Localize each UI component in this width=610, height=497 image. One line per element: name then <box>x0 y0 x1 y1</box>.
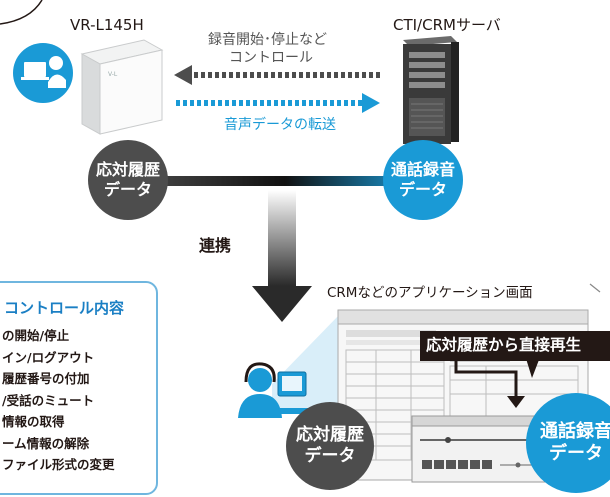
control-item: /受話のミュート <box>2 392 95 408</box>
decorative-curve <box>0 0 43 25</box>
recording-badge-top-line1: 通話録音 <box>390 160 455 179</box>
link-down-arrow <box>252 190 312 322</box>
control-arrow <box>174 65 380 85</box>
device-label: VR-L145H <box>70 16 144 34</box>
operator-pc-icon <box>13 43 73 103</box>
history-badge-top-line2: データ <box>103 180 152 199</box>
server-label: CTI/CRMサーバ <box>393 16 501 34</box>
audio-transfer-label: 音声データの転送 <box>224 117 336 133</box>
history-data-badge-top: 応対履歴 データ <box>88 140 168 220</box>
link-bar <box>150 176 420 186</box>
history-badge-bottom-line1: 応対履歴 <box>296 424 364 445</box>
callout-text: 応対履歴から直接再生 <box>426 336 582 354</box>
recording-data-badge-top: 通話録音 データ <box>383 140 463 220</box>
recording-data-badge-bottom: 通話録音 データ <box>526 393 610 493</box>
decorative-tick <box>589 283 601 293</box>
control-label-line1: 録音開始･停止など <box>208 32 327 48</box>
history-badge-bottom-line2: データ <box>304 446 356 466</box>
control-item: 情報の取得 <box>2 414 65 429</box>
control-item: の開始/停止 <box>2 328 70 343</box>
recording-badge-top-line2: データ <box>398 180 447 199</box>
app-screen-label: CRMなどのアプリケーション画面 <box>327 285 533 301</box>
control-item: 履歴番号の付加 <box>2 371 90 386</box>
audio-transfer-arrow <box>176 93 380 113</box>
control-content-panel: コントロール内容 の開始/停止 イン/ログアウト 履歴番号の付加 /受話のミュー… <box>0 281 158 495</box>
control-item: ファイル形式の変更 <box>2 457 115 472</box>
svg-text:V-L: V-L <box>108 71 118 78</box>
history-data-badge-bottom: 応対履歴 データ <box>286 402 374 490</box>
history-badge-top-line1: 応対履歴 <box>95 160 160 179</box>
control-label-line2: コントロール <box>229 50 313 66</box>
control-item: ーム情報の解除 <box>2 435 90 451</box>
recording-badge-bottom-line2: データ <box>549 443 603 464</box>
link-label: 連携 <box>199 236 232 255</box>
recording-badge-bottom-line1: 通話録音 <box>540 420 610 442</box>
control-item: イン/ログアウト <box>2 349 95 365</box>
control-list: の開始/停止 イン/ログアウト 履歴番号の付加 /受話のミュート 情報の取得 ー… <box>2 325 115 476</box>
recorder-device: V-L <box>80 39 164 135</box>
panel-title: コントロール内容 <box>4 299 125 317</box>
playback-callout: 応対履歴から直接再生 <box>420 331 610 361</box>
server-tower <box>403 36 459 144</box>
